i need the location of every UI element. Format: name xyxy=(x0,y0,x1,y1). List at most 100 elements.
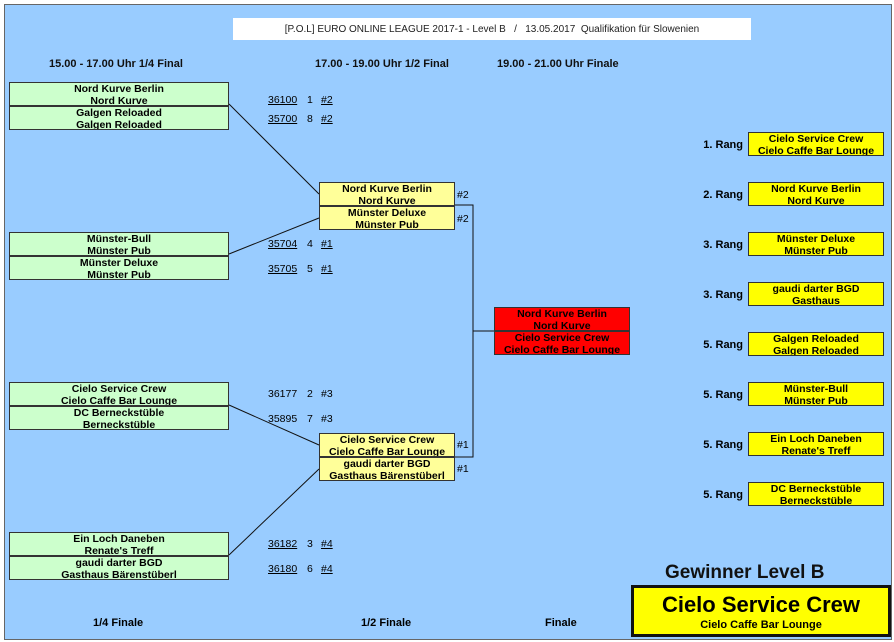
connector-line xyxy=(228,468,320,556)
team-venue: Renate's Treff xyxy=(84,545,154,556)
team-name: Münster Deluxe xyxy=(347,207,427,219)
team-position: 6 xyxy=(307,563,313,575)
team-ref: #3 xyxy=(321,413,333,425)
rank-box: Cielo Service Crew Cielo Caffe Bar Loung… xyxy=(748,132,884,156)
team-venue: Galgen Reloaded xyxy=(76,119,162,130)
team-name: Cielo Service Crew xyxy=(339,434,435,446)
team-venue: Berneckstüble xyxy=(779,495,853,506)
rank-label: 5. Rang xyxy=(703,439,743,451)
rank-label: 3. Rang xyxy=(703,239,743,251)
team-name: Cielo Service Crew xyxy=(71,383,167,395)
team-position: 8 xyxy=(307,113,313,125)
team-ref: #4 xyxy=(321,538,333,550)
team-name: gaudi darter BGD xyxy=(343,458,431,470)
winner-team: Cielo Service Crew xyxy=(661,592,861,617)
team-name: Ein Loch Daneben xyxy=(73,533,165,545)
semi-seed: #2 xyxy=(457,213,469,225)
rank-label: 3. Rang xyxy=(703,289,743,301)
team-code: 35704 xyxy=(268,238,298,250)
semi-team-box: Nord Kurve Berlin Nord Kurve xyxy=(319,182,455,206)
rank-box: Nord Kurve Berlin Nord Kurve xyxy=(748,182,884,206)
team-venue: Nord Kurve xyxy=(358,195,416,206)
quarter-team-box: Galgen Reloaded Galgen Reloaded xyxy=(9,106,229,130)
team-venue: Berneckstüble xyxy=(82,419,156,430)
rank-label: 1. Rang xyxy=(703,139,743,151)
team-venue: Gasthaus Bärenstüberl xyxy=(329,470,445,481)
team-venue: Cielo Caffe Bar Lounge xyxy=(60,395,178,406)
team-name: Nord Kurve Berlin xyxy=(517,308,607,320)
semi-team-box: Münster Deluxe Münster Pub xyxy=(319,206,455,230)
rank-label: 5. Rang xyxy=(703,389,743,401)
team-ref: #1 xyxy=(321,238,333,250)
team-name: Cielo Service Crew xyxy=(768,133,864,145)
team-position: 3 xyxy=(307,538,313,550)
team-name: gaudi darter BGD xyxy=(75,557,163,569)
team-position: 5 xyxy=(307,263,313,275)
team-code: 36180 xyxy=(268,563,298,575)
team-venue: Münster Pub xyxy=(784,395,848,406)
team-venue: Münster Pub xyxy=(784,245,848,256)
page-title: [P.O.L] EURO ONLINE LEAGUE 2017-1 - Leve… xyxy=(233,18,751,40)
team-position: 7 xyxy=(307,413,313,425)
team-name: DC Berneckstüble xyxy=(770,483,862,495)
team-name: Galgen Reloaded xyxy=(773,333,859,345)
team-code: 36100 xyxy=(268,94,298,106)
team-venue: Cielo Caffe Bar Lounge xyxy=(328,446,446,457)
bracket-lines xyxy=(228,103,494,556)
connector-line xyxy=(454,331,474,458)
connector-line xyxy=(228,103,320,195)
winner-box: Cielo Service Crew Cielo Caffe Bar Loung… xyxy=(631,585,891,637)
team-ref: #1 xyxy=(321,263,333,275)
rank-label: 5. Rang xyxy=(703,489,743,501)
team-code: 35895 xyxy=(268,413,298,425)
footer-quarter: 1/4 Finale xyxy=(93,617,144,629)
semi-seed: #2 xyxy=(457,189,469,201)
team-venue: Nord Kurve xyxy=(533,320,591,331)
team-name: Nord Kurve Berlin xyxy=(74,83,164,95)
team-ref: #3 xyxy=(321,388,333,400)
team-name: DC Berneckstüble xyxy=(73,407,165,419)
team-code: 35705 xyxy=(268,263,298,275)
team-position: 1 xyxy=(307,94,313,106)
quarter-team-box: gaudi darter BGD Gasthaus Bärenstüberl xyxy=(9,556,229,580)
winner-venue: Cielo Caffe Bar Lounge xyxy=(700,619,822,631)
team-position: 2 xyxy=(307,388,313,400)
semi-team-box: gaudi darter BGD Gasthaus Bärenstüberl xyxy=(319,457,455,481)
quarter-column-heading: 15.00 - 17.00 Uhr 1/4 Final xyxy=(49,58,183,70)
winner-title: Gewinner Level B xyxy=(665,562,825,583)
quarter-team-box: Ein Loch Daneben Renate's Treff xyxy=(9,532,229,556)
quarter-team-box: DC Berneckstüble Berneckstüble xyxy=(9,406,229,430)
semi-team-box: Cielo Service Crew Cielo Caffe Bar Loung… xyxy=(319,433,455,457)
rank-label: 5. Rang xyxy=(703,339,743,351)
team-venue: Renate's Treff xyxy=(781,445,851,456)
quarter-team-box: Cielo Service Crew Cielo Caffe Bar Loung… xyxy=(9,382,229,406)
connector-line xyxy=(228,404,320,446)
team-venue: Gasthaus Bärenstüberl xyxy=(61,569,177,580)
team-name: Münster-Bull xyxy=(783,383,849,395)
team-ref: #4 xyxy=(321,563,333,575)
team-position: 4 xyxy=(307,238,313,250)
team-ref: #2 xyxy=(321,94,333,106)
semi-seed: #1 xyxy=(457,463,469,475)
team-code: 36177 xyxy=(268,388,298,400)
final-team-box: Cielo Service Crew Cielo Caffe Bar Loung… xyxy=(494,331,630,355)
final-column-heading: 19.00 - 21.00 Uhr Finale xyxy=(497,58,619,70)
footer-semi: 1/2 Finale xyxy=(361,617,412,629)
team-name: Ein Loch Daneben xyxy=(770,433,862,445)
team-name: Münster Deluxe xyxy=(79,257,159,269)
rank-box: gaudi darter BGD Gasthaus xyxy=(748,282,884,306)
team-name: Galgen Reloaded xyxy=(76,107,162,119)
team-name: Nord Kurve Berlin xyxy=(771,183,861,195)
team-venue: Münster Pub xyxy=(87,269,151,280)
team-name: gaudi darter BGD xyxy=(772,283,860,295)
rank-box: Münster-Bull Münster Pub xyxy=(748,382,884,406)
rank-box: DC Berneckstüble Berneckstüble xyxy=(748,482,884,506)
team-venue: Cielo Caffe Bar Lounge xyxy=(503,344,621,355)
semi-column-heading: 17.00 - 19.00 Uhr 1/2 Final xyxy=(315,58,449,70)
team-venue: Nord Kurve xyxy=(90,95,148,106)
final-team-box: Nord Kurve Berlin Nord Kurve xyxy=(494,307,630,331)
bracket-board: [P.O.L] EURO ONLINE LEAGUE 2017-1 - Leve… xyxy=(4,4,892,640)
rank-label: 2. Rang xyxy=(703,189,743,201)
team-ref: #2 xyxy=(321,113,333,125)
connector-line xyxy=(454,204,494,332)
